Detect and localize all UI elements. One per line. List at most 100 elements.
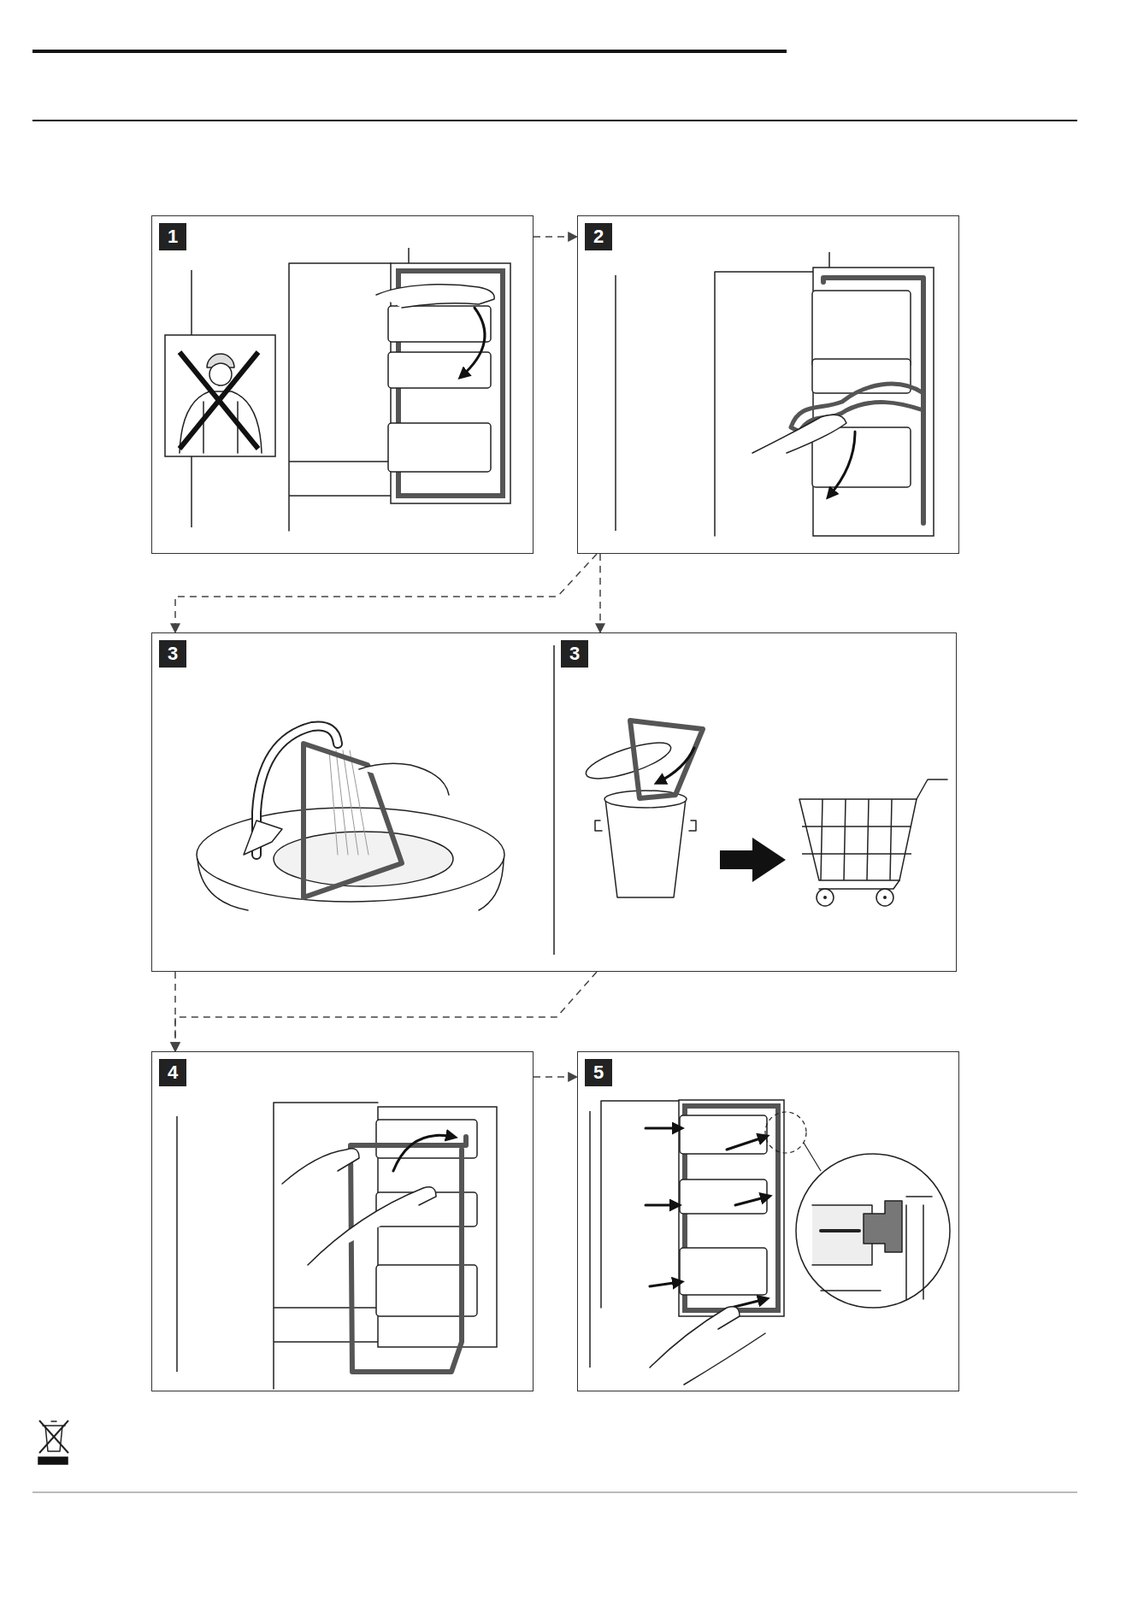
- line-art: [866, 799, 869, 881]
- line-art: [179, 352, 259, 449]
- curved-arrow: [829, 431, 855, 496]
- door-shelf: [812, 427, 911, 488]
- door-shelf: [679, 1179, 767, 1215]
- step-panel: 3: [151, 632, 555, 973]
- line-art: [288, 263, 391, 531]
- wheel: [816, 889, 834, 907]
- seal-profile: [863, 1201, 903, 1253]
- seal: [350, 1137, 466, 1373]
- line-art: [801, 825, 912, 828]
- step-panel: 3: [554, 632, 957, 973]
- line-art: [39, 1420, 69, 1454]
- line-art: [714, 271, 814, 537]
- hand: [307, 1187, 437, 1266]
- curved-arrow: [393, 1135, 454, 1172]
- line-art: [39, 1420, 69, 1454]
- flow-arrow: [533, 235, 578, 238]
- bin: [605, 799, 686, 898]
- detail-marker: [765, 1112, 807, 1154]
- step-number: 3: [560, 640, 589, 668]
- weee-icon: [38, 1420, 69, 1465]
- water: [329, 750, 338, 855]
- step-1-art: [165, 247, 511, 531]
- step-3-wash-art: [196, 645, 555, 956]
- step-2-art: [615, 252, 934, 537]
- sink: [196, 807, 505, 903]
- step-number: 5: [584, 1059, 613, 1087]
- door-shelf: [388, 352, 491, 389]
- line-art: [820, 1290, 881, 1292]
- line-art: [614, 275, 617, 531]
- step-number: 3: [159, 640, 187, 668]
- door-shelf: [388, 423, 491, 472]
- step-number: 1: [159, 223, 187, 251]
- worker-box: [165, 335, 276, 457]
- press-arrow: [645, 1204, 678, 1208]
- line-art: [820, 1229, 860, 1233]
- press-arrow: [726, 1137, 766, 1150]
- flow-arrow: [599, 554, 602, 633]
- step-number: 4: [159, 1059, 187, 1087]
- cart: [799, 799, 917, 881]
- door-shelf: [679, 1115, 767, 1155]
- line-art: [273, 1307, 378, 1309]
- hand: [359, 763, 449, 796]
- hand: [683, 1333, 766, 1386]
- fridge-door: [678, 1100, 785, 1317]
- curved-arrow: [461, 307, 485, 377]
- step-number: 2: [584, 223, 613, 251]
- seal: [630, 720, 703, 799]
- curved-arrow: [658, 748, 695, 783]
- shape-art: [38, 1457, 68, 1465]
- press-arrow: [649, 1282, 680, 1287]
- water: [342, 750, 359, 855]
- line-art: [197, 859, 504, 911]
- flow-arrow: [175, 554, 597, 633]
- step-5-art: [589, 1100, 950, 1386]
- water: [336, 750, 348, 855]
- line-art: [32, 1492, 1078, 1494]
- bin-lid: [582, 736, 675, 787]
- hand: [376, 284, 495, 308]
- line-art: [890, 799, 892, 881]
- step-panel: 5: [577, 1051, 960, 1392]
- line-art: [843, 799, 846, 881]
- flow-arrow: [175, 972, 597, 1052]
- wheel: [876, 889, 894, 907]
- line-art: [801, 853, 912, 855]
- door-shelf: [388, 306, 491, 342]
- line-art: [273, 1341, 378, 1344]
- line-art: [589, 1111, 591, 1368]
- line-art: [407, 247, 410, 264]
- step-3-dispose-art: [582, 720, 948, 907]
- line-art: [288, 495, 391, 497]
- flow-arrow: [533, 1076, 578, 1079]
- wheel-hub: [823, 896, 827, 900]
- line-art: [601, 1101, 679, 1309]
- wheel-hub: [883, 896, 887, 900]
- step-panel: 2: [577, 215, 960, 555]
- door-shelf: [679, 1248, 767, 1296]
- flow-arrow: [174, 972, 177, 1052]
- line-art: [243, 820, 283, 855]
- door-shelf: [812, 290, 911, 368]
- line-art: [828, 252, 831, 268]
- line-art: [906, 1196, 932, 1300]
- line-art: [176, 1116, 178, 1373]
- press-arrow: [735, 1196, 768, 1206]
- line-art: [819, 779, 948, 890]
- line-art: [595, 820, 696, 832]
- hand: [752, 414, 847, 454]
- detail-circle: [795, 1154, 950, 1309]
- hand: [282, 1149, 360, 1185]
- press-arrow: [645, 1127, 680, 1131]
- step-panel: 1: [151, 215, 534, 555]
- line-art: [179, 352, 259, 449]
- block-arrow: [719, 837, 786, 883]
- step-panel: 4: [151, 1051, 534, 1392]
- press-arrow: [731, 1299, 766, 1309]
- step-4-art: [176, 1102, 497, 1390]
- line-art: [288, 460, 391, 463]
- line-art: [820, 799, 823, 881]
